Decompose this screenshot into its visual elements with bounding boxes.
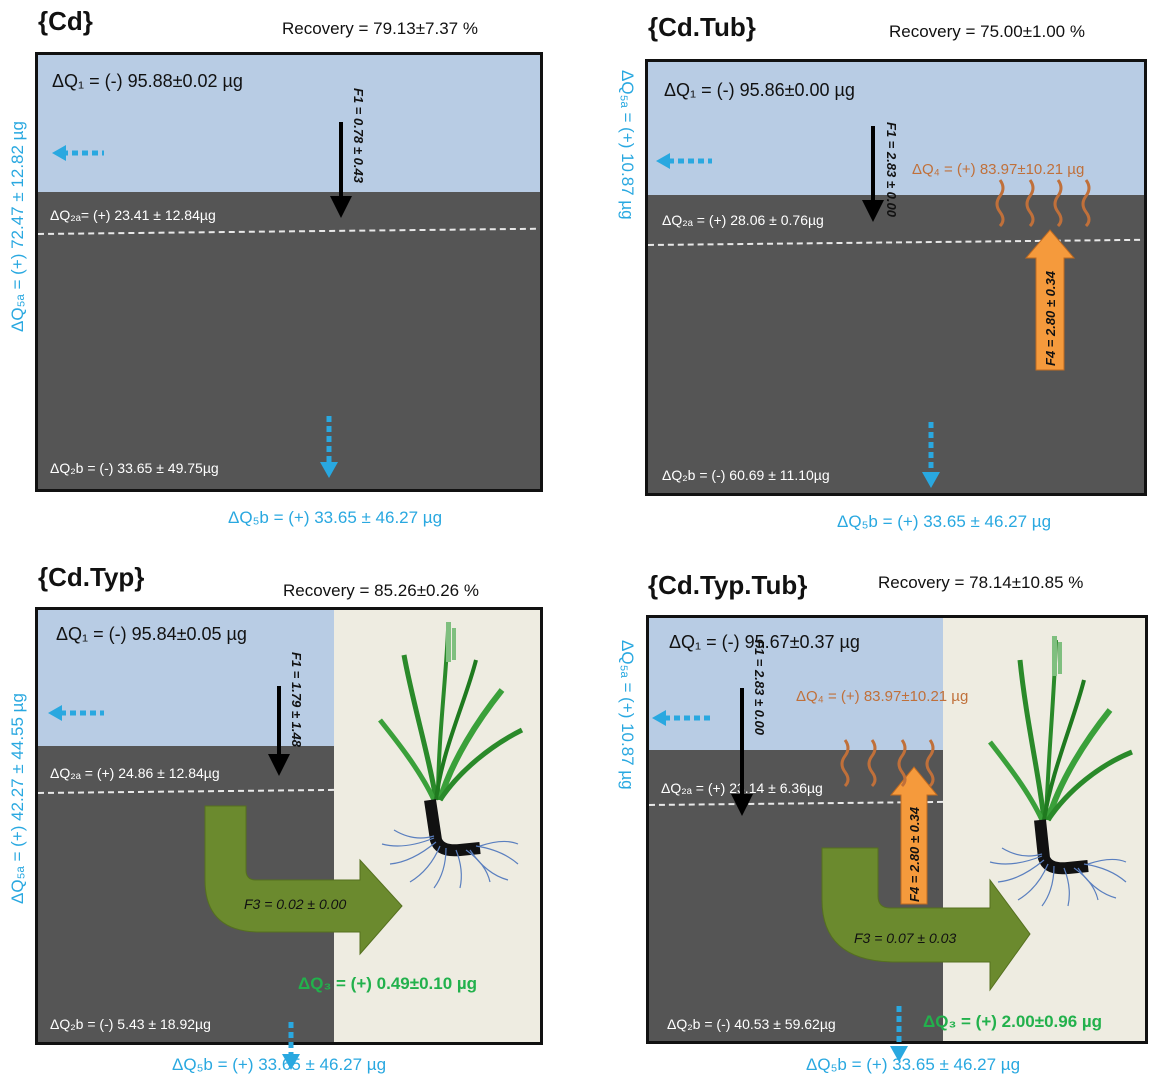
f4-label: F4 = 2.80 ± 0.34 xyxy=(907,807,922,902)
q5a-dotted-arrow xyxy=(48,705,104,721)
q2b-label: ΔQ₂b = (-) 40.53 ± 59.62µg xyxy=(667,1016,836,1032)
plant-icon xyxy=(378,622,524,889)
q1-label: ΔQ₁ = (-) 95.67±0.37 µg xyxy=(669,632,860,652)
q5b-dotted-arrow xyxy=(922,422,940,488)
f3-arrow xyxy=(821,847,1031,992)
q5b-label: ΔQ₅b = (+) 33.65 ± 46.27 µg xyxy=(228,508,443,527)
f4-arrow xyxy=(889,766,939,905)
tubifex-worm-icon xyxy=(995,179,1091,228)
f3-label: F3 = 0.02 ± 0.00 xyxy=(244,896,347,912)
mesocosm-box: ΔQ₁ = (-) 95.88±0.02 µg ΔQ₂ₐ= (+) 23.41 … xyxy=(35,52,543,492)
q2b-label: ΔQ₂b = (-) 5.43 ± 18.92µg xyxy=(50,1016,211,1032)
q5a-dotted-arrow xyxy=(52,145,104,161)
f1-arrow xyxy=(862,126,884,222)
recovery-label: Recovery = 85.26±0.26 % xyxy=(283,581,479,600)
q5b-dotted-arrow xyxy=(320,416,338,478)
q3-label: ΔQ₃ = (+) 0.49±0.10 µg xyxy=(298,974,478,993)
q1-label: ΔQ₁ = (-) 95.84±0.05 µg xyxy=(56,624,247,644)
panel-title: {Cd.Typ} xyxy=(38,562,145,592)
q2a-label: ΔQ₂ₐ= (+) 23.41 ± 12.84µg xyxy=(50,207,216,223)
recovery-label: Recovery = 75.00±1.00 % xyxy=(889,22,1085,41)
q5a-dotted-arrow xyxy=(656,153,712,169)
q2b-label: ΔQ₂b = (-) 33.65 ± 49.75µg xyxy=(50,460,219,476)
q2a-label: ΔQ₂ₐ = (+) 28.06 ± 0.76µg xyxy=(662,212,824,228)
q1-label: ΔQ₁ = (-) 95.86±0.00 µg xyxy=(664,80,855,100)
water-layer xyxy=(648,62,1144,195)
panel-title: {Cd} xyxy=(38,6,93,36)
f3-label: F3 = 0.07 ± 0.03 xyxy=(854,930,957,946)
q5a-label: ΔQ₅ₐ = (+) 10.87 µg xyxy=(618,640,637,790)
panel-title: {Cd.Tub} xyxy=(648,12,756,42)
f4-arrow xyxy=(1024,229,1076,371)
q5b-dotted-arrow xyxy=(890,1006,908,1062)
q4-label: ΔQ₄ = (+) 83.97±10.21 µg xyxy=(796,688,969,705)
q1-label: ΔQ₁ = (-) 95.88±0.02 µg xyxy=(52,71,243,91)
q5b-label: ΔQ₅b = (+) 33.65 ± 46.27 µg xyxy=(172,1055,387,1074)
f1-arrow xyxy=(330,122,352,218)
panel-title: {Cd.Typ.Tub} xyxy=(648,570,808,600)
f3-arrow xyxy=(204,805,403,956)
q2b-label: ΔQ₂b = (-) 60.69 ± 11.10µg xyxy=(662,467,830,483)
water-layer xyxy=(649,618,943,750)
q5b-label: ΔQ₅b = (+) 33.65 ± 46.27 µg xyxy=(806,1055,1021,1074)
recovery-label: Recovery = 79.13±7.37 % xyxy=(282,19,478,38)
f1-arrow xyxy=(731,688,753,816)
mesocosm-box: ΔQ₁ = (-) 95.84±0.05 µg ΔQ₂ₐ = (+) 24.86… xyxy=(35,607,543,1045)
q4-label: ΔQ₄ = (+) 83.97±10.21 µg xyxy=(912,161,1085,178)
f1-arrow xyxy=(268,686,290,776)
q3-label: ΔQ₃ = (+) 2.00±0.96 µg xyxy=(923,1012,1103,1031)
q2a-label: ΔQ₂ₐ = (+) 24.86 ± 12.84µg xyxy=(50,765,220,781)
mesocosm-box: ΔQ₁ = (-) 95.67±0.37 µg ΔQ₂ₐ = (+) 23.14… xyxy=(646,615,1148,1044)
recovery-label: Recovery = 78.14±10.85 % xyxy=(878,573,1084,592)
plant-icon xyxy=(988,636,1133,907)
q5b-label: ΔQ₅b = (+) 33.65 ± 46.27 µg xyxy=(837,512,1052,531)
water-layer xyxy=(38,610,334,746)
q5a-dotted-arrow xyxy=(652,710,714,726)
q5b-dotted-arrow xyxy=(282,1022,300,1070)
tubifex-worm-icon xyxy=(840,739,935,788)
water-layer xyxy=(38,55,540,192)
f1-label: F1 = 2.83 ± 0.00 xyxy=(752,640,767,735)
